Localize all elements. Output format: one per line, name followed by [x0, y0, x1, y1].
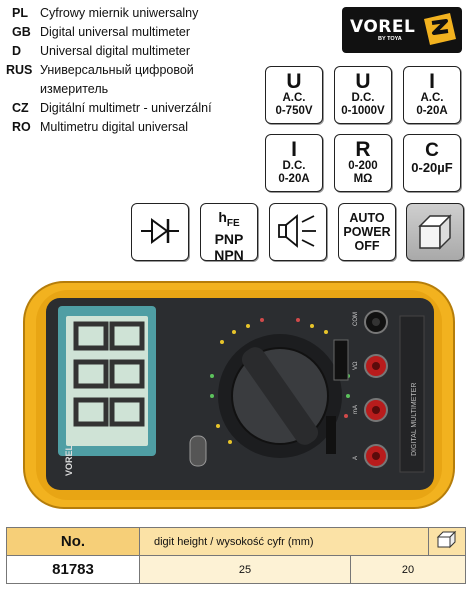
pnp-label: PNP: [214, 230, 244, 247]
spec-capacitance: C 0-20µF: [403, 134, 461, 192]
spec-mode: 0-200: [348, 160, 378, 172]
spec-mode: A.C.: [282, 92, 306, 104]
jack-label-a: A: [353, 456, 359, 460]
language-list: PL Cyfrowy miernik uniwersalny GB Digita…: [6, 4, 256, 137]
lang-text: Multimetru digital universal: [40, 120, 188, 134]
lang-text-continued: измеритель: [40, 82, 109, 96]
digit-height-value: 25: [139, 555, 351, 584]
power-label: POWER: [343, 225, 391, 239]
meter-brand-label: VOREL: [64, 444, 74, 476]
table-header-row: No. digit height / wysokość cyfr (mm): [6, 527, 466, 556]
cube-icon: [418, 214, 452, 250]
spec-resistance: R 0-200 MΩ: [334, 134, 392, 192]
lang-text: Digitální multimetr - univerzální: [40, 101, 212, 115]
spec-current-dc: I D.C. 0-20A: [265, 134, 323, 192]
lang-row-rus: RUS Универсальный цифровой: [6, 61, 256, 80]
auto-power-off-box: AUTO POWER OFF: [338, 203, 396, 261]
spec-mode: D.C.: [282, 160, 306, 172]
off-label: OFF: [354, 239, 380, 253]
meter-side-label: DIGITAL MULTIMETER: [411, 383, 418, 456]
jack-label-com: COM: [353, 312, 359, 326]
lang-row-pl: PL Cyfrowy miernik uniwersalny: [6, 4, 256, 23]
spec-range: 0-20A: [416, 105, 448, 117]
lang-text: Digital universal multimeter: [40, 25, 191, 39]
diode-icon: [141, 218, 179, 244]
lang-code: PL: [12, 6, 28, 20]
lang-code: RUS: [6, 63, 33, 77]
spec-range: MΩ: [353, 173, 373, 185]
logo-brand-text: VOREL: [350, 17, 416, 37]
product-number: 81783: [6, 555, 140, 584]
lang-row-gb: GB Digital universal multimeter: [6, 23, 256, 42]
jack-label-ma: mA: [353, 405, 359, 414]
spec-symbol: C: [425, 140, 439, 161]
auto-label: AUTO: [349, 211, 385, 225]
spec-current-ac: I A.C. 0-20A: [403, 66, 461, 124]
package-box: [406, 203, 464, 261]
diode-test-box: [131, 203, 189, 261]
lang-row-ro: RO Multimetru digital universal: [6, 118, 256, 137]
lcd-digits: [73, 321, 145, 427]
jack-label-v: VΩ: [353, 361, 359, 370]
multimeter-illustration: VOREL: [23, 281, 455, 509]
header-package: [428, 527, 466, 556]
lang-code: RO: [12, 120, 31, 134]
lang-code: CZ: [12, 101, 29, 115]
header-no: No.: [6, 527, 140, 556]
continuity-test-box: [269, 203, 327, 261]
product-table: No. digit height / wysokość cyfr (mm) 81…: [6, 527, 466, 584]
spec-mode: D.C.: [351, 92, 375, 104]
spec-voltage-ac: U A.C. 0-750V: [265, 66, 323, 124]
spec-symbol: U: [286, 70, 302, 93]
lang-code: GB: [12, 25, 31, 39]
transistor-test-box: hFE PNP NPN: [200, 203, 258, 263]
spec-range: 0-1000V: [341, 105, 385, 117]
lang-text: Универсальный цифровой: [40, 63, 194, 77]
npn-label: NPN: [214, 246, 244, 263]
brand-logo: VOREL BY TOYA: [342, 7, 462, 53]
package-icon: [436, 530, 457, 549]
spec-symbol: U: [355, 70, 371, 93]
table-row: 81783 25 20: [6, 555, 466, 584]
logo-sub-text: BY TOYA: [378, 36, 402, 42]
logo-mark-icon: [424, 13, 456, 45]
buzzer-icon: [278, 214, 316, 248]
lang-text: Universal digital multimeter: [40, 44, 191, 58]
spec-range: 0-20A: [278, 173, 310, 185]
lang-row-d: D Universal digital multimeter: [6, 42, 256, 61]
lang-row-cz: CZ Digitální multimetr - univerzální: [6, 99, 256, 118]
hfe-label: hFE: [218, 209, 240, 229]
spec-symbol: R: [355, 138, 371, 161]
spec-voltage-dc: U D.C. 0-1000V: [334, 66, 392, 124]
header-digit-height: digit height / wysokość cyfr (mm): [139, 527, 429, 556]
input-jacks: [364, 310, 388, 468]
multimeter-image: VOREL: [22, 276, 456, 512]
spec-range: 0-20µF: [411, 160, 453, 175]
spec-symbol: I: [291, 138, 297, 161]
spec-symbol: I: [429, 70, 435, 93]
spec-mode: A.C.: [420, 92, 444, 104]
spec-range: 0-750V: [275, 105, 313, 117]
pack-quantity: 20: [350, 555, 466, 584]
lang-text: Cyfrowy miernik uniwersalny: [40, 6, 199, 20]
lang-code: D: [12, 44, 22, 58]
